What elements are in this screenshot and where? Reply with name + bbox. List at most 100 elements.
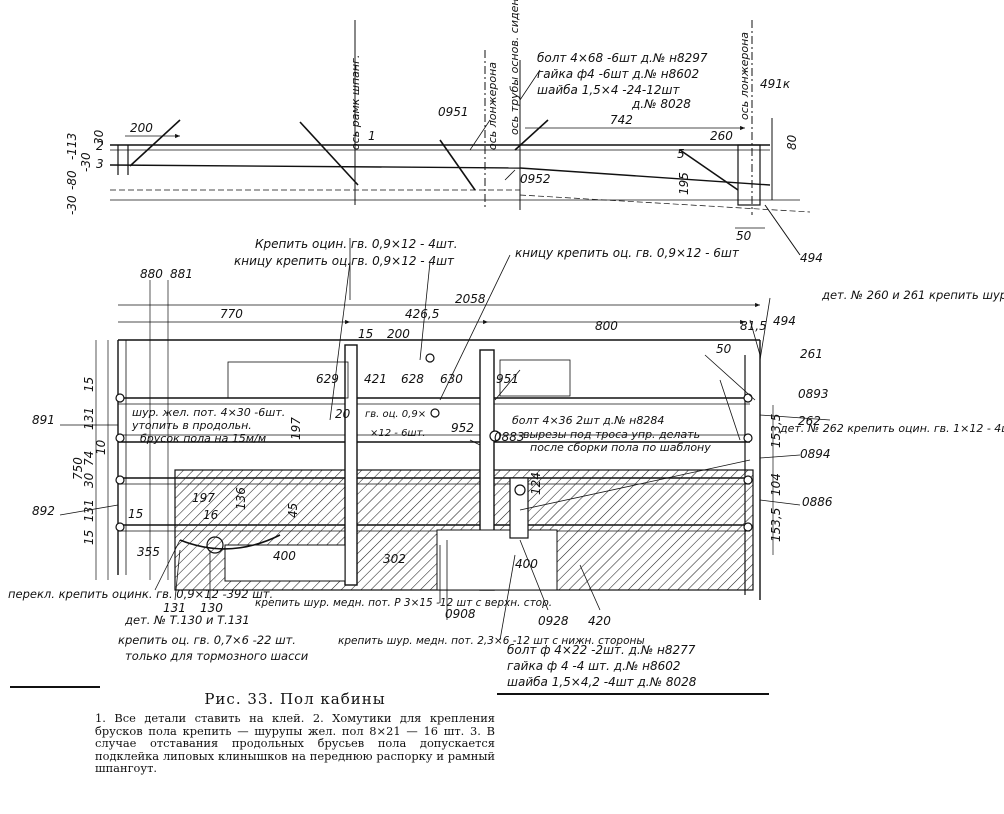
dim-left-6: 3 bbox=[96, 157, 104, 171]
dim-right-153b: 153,5 bbox=[769, 508, 783, 542]
leader-note-3: кницу крепить оц. гв. 0,9×12 - 6шт bbox=[515, 246, 740, 260]
dim-50-top: 50 bbox=[736, 229, 752, 243]
dim-81-5: 81,5 bbox=[740, 319, 767, 333]
plan-view-labels: Крепить оцин. гв. 0,9×12 - 4шт. кницу кр… bbox=[8, 237, 1004, 689]
inner-note-3: брусок пола на 15м/м bbox=[140, 432, 266, 445]
dim-15-top: 15 bbox=[358, 327, 373, 341]
bottom-note-1a: перекл. крепить оцинк. гв. 0,9×12 -392 ш… bbox=[8, 587, 273, 601]
dim-left-197: 197 bbox=[289, 417, 303, 440]
inner-note-8: после сборки пола по шаблону bbox=[530, 441, 711, 454]
dim-50-plan: 50 bbox=[716, 342, 732, 356]
bolt-note-3: шайба 1,5×4 -24-12шт bbox=[537, 83, 680, 97]
dim-left-30: 30 bbox=[82, 472, 96, 488]
axis-label-spar-1: ось лонжерона bbox=[486, 62, 499, 150]
part-629: 629 bbox=[316, 372, 339, 386]
dim-inner-400a: 400 bbox=[273, 549, 296, 563]
dim-left-15b: 15 bbox=[82, 530, 96, 545]
dim-left-7: 2 bbox=[96, 139, 104, 153]
part-891: 891 bbox=[32, 413, 55, 427]
part-0952: 0952 bbox=[520, 172, 551, 186]
right-rule bbox=[497, 693, 769, 695]
dim-880: 880 bbox=[140, 267, 163, 281]
part-0883: 0883 bbox=[494, 430, 525, 444]
dim-left-20: 20 bbox=[335, 407, 351, 421]
dim-5: 5 bbox=[677, 147, 685, 161]
dim-left-131a: 131 bbox=[82, 407, 96, 430]
part-260: 260 bbox=[710, 129, 733, 143]
dim-1: 1 bbox=[368, 129, 376, 143]
inner-note-1: шур. жел. пот. 4×30 -6шт. bbox=[132, 406, 285, 419]
dim-left-131b: 131 bbox=[82, 499, 96, 522]
dim-inner-355: 355 bbox=[137, 545, 160, 559]
dim-inner-124: 124 bbox=[529, 472, 543, 495]
dim-inner-400b: 400 bbox=[515, 557, 538, 571]
part-131: 131 bbox=[163, 601, 186, 615]
right-note-260-261-a: дет. № 260 и 261 крепить шур. медн. пот.… bbox=[821, 288, 1004, 302]
part-952: 952 bbox=[451, 421, 474, 435]
inner-note-5: ×12 - 6шт. bbox=[370, 428, 426, 439]
part-0893: 0893 bbox=[798, 387, 829, 401]
dim-426-5: 426,5 bbox=[405, 307, 439, 321]
dim-inner-197: 197 bbox=[192, 491, 215, 505]
dim-left-750: 750 bbox=[71, 457, 85, 480]
dim-2058: 2058 bbox=[455, 292, 486, 306]
right-note-262: дет. № 262 крепить оцин. гв. 1×12 - 4шт bbox=[779, 422, 1004, 435]
bottom-note-5: крепить шур. медн. пот. Р 3×15 -12 шт с … bbox=[255, 597, 552, 609]
dim-inner-302: 302 bbox=[383, 552, 406, 566]
inner-note-7: вырезы под троса упр. делать bbox=[523, 428, 700, 441]
bottom-note-6: крепить шур. медн. пот. 2,3×6 -12 шт с н… bbox=[338, 635, 645, 647]
dim-left-2: -80 bbox=[65, 170, 79, 190]
part-494: 494 bbox=[773, 314, 796, 328]
part-130: 130 bbox=[200, 601, 223, 615]
part-491k: 491к bbox=[760, 77, 791, 91]
floor-drawing: ось рамк шпанг. ось лонжерона ось трубы … bbox=[8, 0, 1004, 689]
bolt-note-1: болт 4×68 -6шт д.№ н8297 bbox=[537, 51, 708, 65]
bottom-note-2: дет. № Т.130 и Т.131 bbox=[124, 613, 250, 627]
bolt-note-2: гайка ф4 -6шт д.№ н8602 bbox=[537, 67, 699, 81]
dim-left-15a: 15 bbox=[82, 377, 96, 392]
inner-note-4: гв. оц. 0,9× bbox=[365, 409, 426, 420]
dim-195: 195 bbox=[677, 172, 691, 195]
bolt-bottom-1: болт ф 4×22 -2шт. д.№ н8277 bbox=[507, 643, 696, 657]
part-0894: 0894 bbox=[800, 447, 831, 461]
part-494-top: 494 bbox=[800, 251, 823, 265]
top-view bbox=[109, 20, 811, 256]
dim-left-3: -113 bbox=[65, 133, 79, 160]
dim-inner-136: 136 bbox=[234, 487, 248, 510]
dim-left-1: -30 bbox=[65, 195, 79, 215]
dim-80: 80 bbox=[785, 134, 799, 150]
inner-note-2: утопить в продольн. bbox=[131, 419, 252, 432]
dim-inner-16: 16 bbox=[203, 508, 219, 522]
leader-note-2: кницу крепить оц.гв. 0,9×12 - 4шт bbox=[234, 254, 455, 268]
top-view-labels: ось рамк шпанг. ось лонжерона ось трубы … bbox=[65, 0, 823, 265]
dim-inner-15: 15 bbox=[128, 507, 143, 521]
part-0928: 0928 bbox=[538, 614, 569, 628]
bolt-bottom-2: гайка ф 4 -4 шт. д.№ н8602 bbox=[507, 659, 681, 673]
part-0951: 0951 bbox=[438, 105, 469, 119]
dim-left-74: 74 bbox=[82, 451, 96, 466]
axis-label-seat-tube: ось трубы основ. сиден. bbox=[508, 0, 521, 135]
bottom-note-4: только для тормозного шасси bbox=[125, 649, 309, 663]
leader-note-1: Крепить оцин. гв. 0,9×12 - 4шт. bbox=[255, 237, 458, 251]
part-951: 951 bbox=[496, 372, 519, 386]
dim-200-top: 200 bbox=[130, 121, 153, 135]
dim-200-plan: 200 bbox=[387, 327, 410, 341]
left-rule bbox=[10, 686, 100, 688]
figure-title: Рис. 33. Пол кабины bbox=[204, 690, 386, 708]
part-0886: 0886 bbox=[802, 495, 833, 509]
inner-note-6: болт 4×36 2шт д.№ н8284 bbox=[512, 414, 664, 427]
part-0908: 0908 bbox=[445, 607, 476, 621]
dim-inner-45: 45 bbox=[286, 503, 300, 518]
dim-770: 770 bbox=[220, 307, 243, 321]
bottom-note-3: крепить оц. гв. 0,7×6 -22 шт. bbox=[118, 633, 296, 647]
dim-881: 881 bbox=[170, 267, 193, 281]
part-628: 628 bbox=[401, 372, 424, 386]
part-630: 630 bbox=[440, 372, 463, 386]
axis-label-spar-2: ось лонжерона bbox=[738, 32, 751, 120]
dim-left-4: -30 bbox=[79, 152, 93, 172]
part-261: 261 bbox=[800, 347, 823, 361]
dim-742: 742 bbox=[610, 113, 633, 127]
dim-right-104: 104 bbox=[769, 473, 783, 496]
part-421: 421 bbox=[364, 372, 387, 386]
axis-label-frame: ось рамк шпанг. bbox=[349, 55, 362, 150]
